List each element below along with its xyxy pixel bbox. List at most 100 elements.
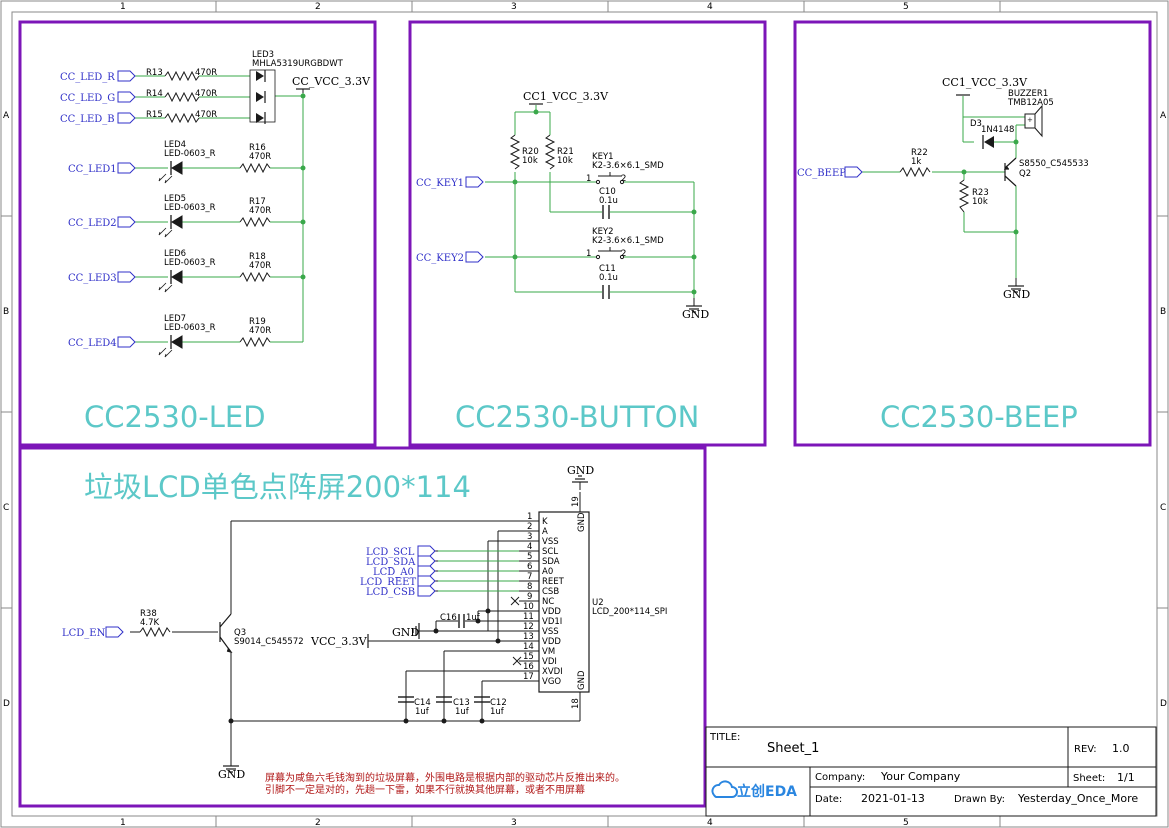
- pin-num-19: 19: [571, 496, 581, 507]
- net-cc-led4: CC_LED4: [68, 338, 117, 349]
- net-cc-beep: CC_BEEP: [797, 168, 846, 179]
- c16-value: 1uf: [466, 613, 481, 623]
- r19-value: 470R: [249, 326, 271, 336]
- buzzer-icon: +: [1024, 104, 1043, 138]
- company-value: Your Company: [880, 770, 961, 783]
- col-label-2: 2: [315, 2, 321, 12]
- net-cc-led-b: CC_LED_B: [60, 114, 115, 125]
- led7-part: LED-0603_R: [164, 323, 216, 333]
- rgb-led-ref: LED3: [252, 50, 274, 60]
- pin-num-5: 5: [527, 552, 532, 562]
- pin-num-6: 6: [527, 562, 532, 572]
- r21-ref: R21: [557, 147, 574, 157]
- led4-part: LED-0603_R: [164, 149, 216, 159]
- date-label: Date:: [815, 794, 842, 805]
- pin-name-7: REET: [542, 577, 565, 587]
- beep-vcc-label: CC1_VCC_3.3V: [942, 76, 1028, 89]
- col-label-1: 1: [120, 2, 126, 12]
- net-cc-led-g: CC_LED_G: [60, 93, 115, 104]
- beep-block-border: [793, 20, 1152, 447]
- r13-ref: R13: [146, 68, 163, 78]
- rev-label: REV:: [1074, 744, 1097, 755]
- row-label-a: A: [3, 111, 10, 121]
- pin-num-9: 9: [527, 592, 532, 602]
- r18-value: 470R: [249, 261, 271, 271]
- pin-num-14: 14: [523, 642, 534, 652]
- button-gnd-label: GND: [682, 308, 709, 321]
- r16-value: 470R: [249, 152, 271, 162]
- col-label-5: 5: [903, 2, 909, 12]
- pin-name-11: VD1I: [542, 617, 562, 627]
- company-label: Company:: [815, 772, 865, 783]
- pin-num-1: 1: [527, 512, 532, 522]
- button-block-title: CC2530-BUTTON: [455, 400, 699, 434]
- pin-num-15: 15: [523, 652, 534, 662]
- button-vcc-label: CC1_VCC_3.3V: [523, 90, 609, 103]
- r14-ref: R14: [146, 89, 163, 99]
- pin-name-2: A: [542, 527, 548, 537]
- net-lcd-reet: LCD_REET: [360, 577, 416, 588]
- c14-value: 1uf: [415, 707, 430, 717]
- d3-ref: D3: [970, 119, 982, 129]
- pin-num-8: 8: [527, 582, 532, 592]
- buzzer-ref: BUZZER1: [1008, 89, 1048, 99]
- r20-value: 10k: [522, 156, 538, 166]
- u2-ref: U2: [592, 598, 604, 608]
- led-block-title: CC2530-LED: [84, 400, 266, 434]
- key2-part: K2-3.6×6.1_SMD: [592, 236, 664, 246]
- pnp-transistor-icon: [1003, 157, 1017, 187]
- date-value: 2021-01-13: [861, 792, 925, 805]
- led-vcc-label: CC_VCC_3.3V: [292, 75, 371, 88]
- pin-num-12: 12: [523, 622, 534, 632]
- pin-name-13: VDD: [542, 637, 561, 647]
- pin-name-5: SDA: [542, 557, 560, 567]
- col-label-3: 3: [511, 2, 517, 12]
- led7-ref: LED7: [164, 314, 186, 324]
- beep-gnd-label: GND: [1003, 288, 1030, 301]
- logo-text: 立创EDA: [737, 783, 797, 800]
- rev-value: 1.0: [1112, 742, 1130, 755]
- col-label-5-bottom: 5: [903, 818, 909, 828]
- pin-num-7: 7: [527, 572, 532, 582]
- pin-name-10: VDD: [542, 607, 561, 617]
- drawn-value: Yesterday_Once_More: [1017, 792, 1138, 805]
- q3-ref: Q3: [234, 628, 246, 638]
- net-lcd-a0: LCD_A0: [373, 567, 414, 578]
- c12-value: 1uf: [490, 707, 505, 717]
- pin-name-8: CSB: [542, 587, 559, 597]
- sheet-value: 1/1: [1117, 771, 1135, 784]
- npn-transistor-icon: [219, 613, 233, 653]
- c14-ref: C14: [414, 698, 431, 708]
- lcd-gnd-top-label: GND: [567, 464, 594, 477]
- r17-value: 470R: [249, 206, 271, 216]
- pin-name-3: VSS: [542, 537, 559, 547]
- r15-ref: R15: [146, 110, 163, 120]
- pin-name-14: VM: [542, 647, 555, 657]
- r14-value: 470R: [195, 89, 217, 99]
- pin-name-16: XVDI: [542, 667, 563, 677]
- r22-value: 1k: [911, 157, 921, 167]
- row-label-a-right: A: [1160, 111, 1167, 121]
- c11-value: 0.1u: [599, 273, 618, 283]
- net-lcd-en: LCD_EN: [62, 628, 106, 639]
- col-label-4: 4: [707, 2, 713, 12]
- r19-ref: R19: [249, 317, 266, 327]
- r13-value: 470R: [195, 68, 217, 78]
- pin-num-3: 3: [527, 532, 532, 542]
- pin-num-18: 18: [571, 698, 581, 709]
- pin-name-4: SCL: [542, 547, 558, 557]
- lcd-gnd-left-label: GND: [392, 626, 419, 639]
- row-label-b-right: B: [1160, 307, 1166, 317]
- lcd-block-border: [18, 446, 707, 808]
- r38-value: 4.7K: [140, 618, 160, 628]
- r22-ref: R22: [911, 148, 928, 158]
- q2-ref: Q2: [1019, 169, 1031, 179]
- led4-ref: LED4: [164, 140, 186, 150]
- c12-ref: C12: [490, 698, 507, 708]
- net-cc-led2: CC_LED2: [68, 218, 117, 229]
- pin-name-17: VGO: [542, 677, 561, 687]
- led5-ref: LED5: [164, 194, 186, 204]
- pin-num-2: 2: [527, 522, 532, 532]
- pin-name-6: A0: [542, 567, 553, 577]
